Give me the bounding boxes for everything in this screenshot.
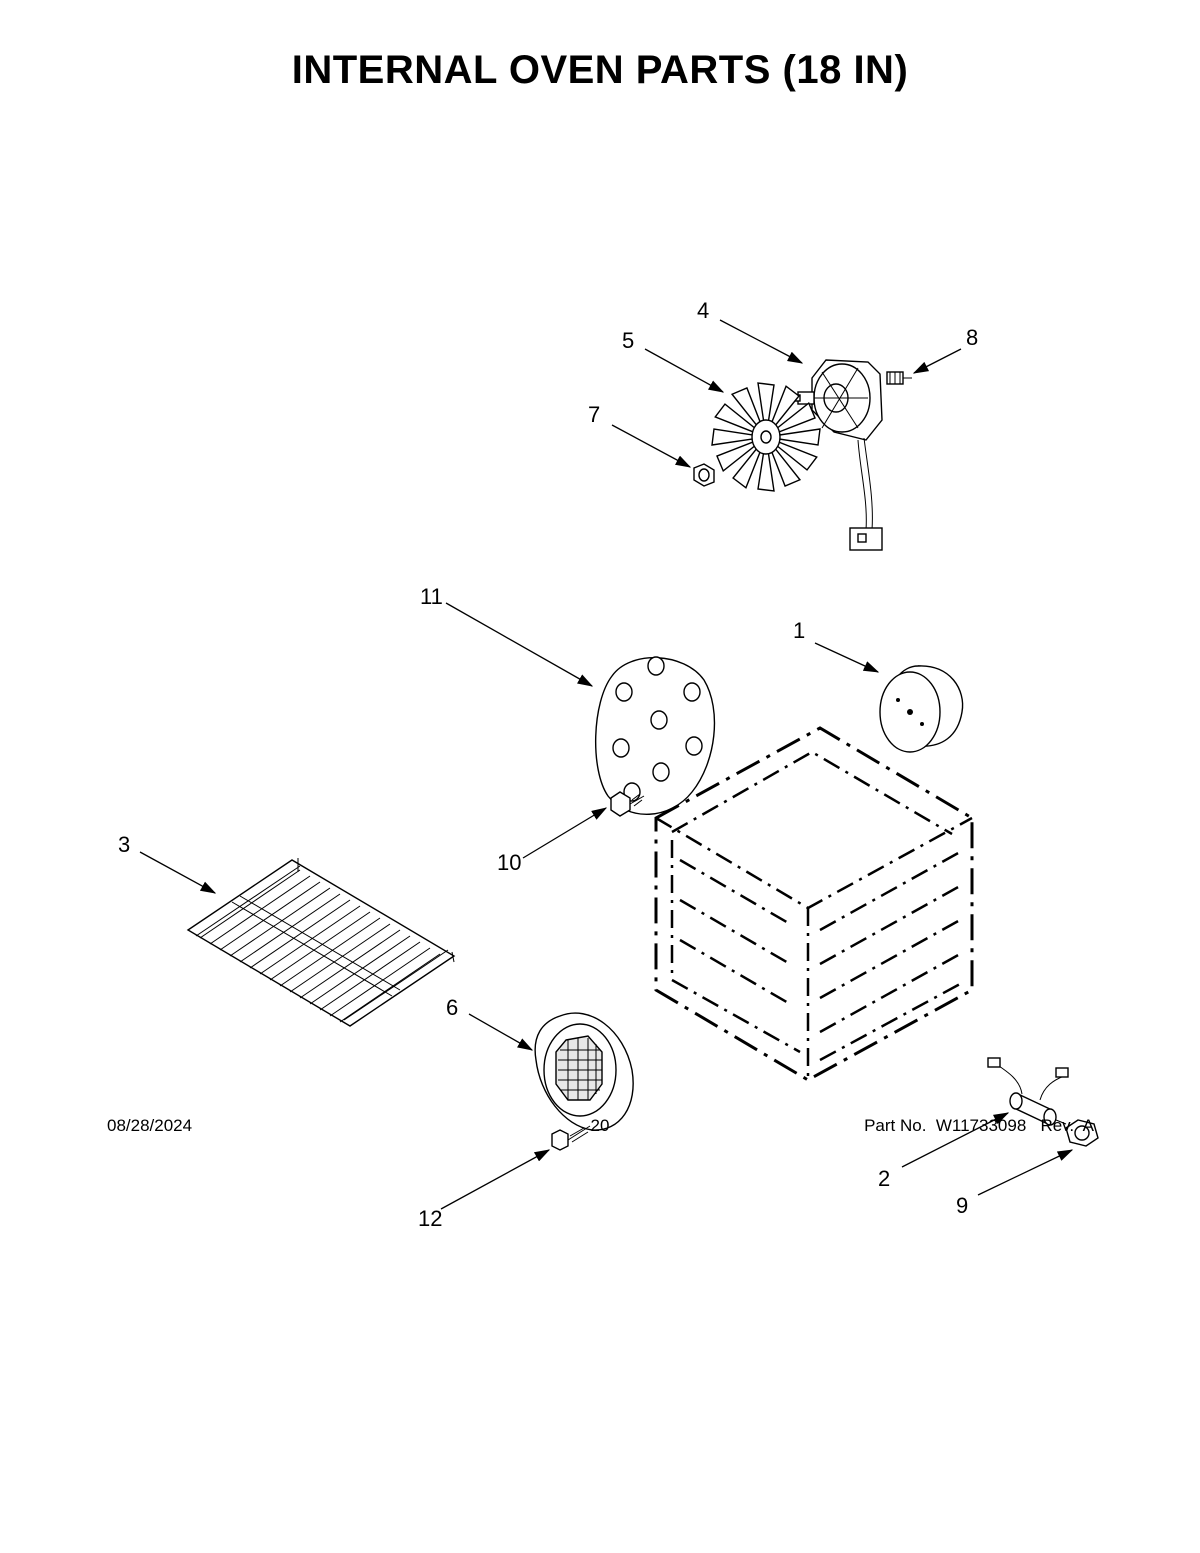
callout-9[interactable]: 9 bbox=[956, 1193, 968, 1218]
leader-5 bbox=[644, 348, 725, 393]
leader-3 bbox=[139, 851, 217, 894]
leader-9 bbox=[977, 1149, 1074, 1196]
callout-2[interactable]: 2 bbox=[878, 1166, 890, 1191]
fan-baffle-plate-icon[interactable] bbox=[595, 656, 716, 815]
callout-5[interactable]: 5 bbox=[622, 328, 634, 353]
oven-cavity-outline bbox=[654, 726, 974, 1082]
callout-8[interactable]: 8 bbox=[966, 325, 978, 350]
light-lens-icon[interactable] bbox=[534, 1012, 634, 1131]
callout-7[interactable]: 7 bbox=[588, 402, 600, 427]
rack-wires bbox=[199, 869, 441, 1023]
baffle-screw-icon[interactable] bbox=[610, 791, 645, 817]
callout-4[interactable]: 4 bbox=[697, 298, 709, 323]
fan-nut-icon[interactable] bbox=[693, 463, 715, 487]
leader-1 bbox=[814, 642, 880, 673]
leader-10 bbox=[522, 807, 608, 859]
leader-6 bbox=[468, 1013, 534, 1051]
lens-pattern bbox=[558, 1038, 602, 1100]
leader-4 bbox=[719, 319, 804, 364]
leader-11 bbox=[445, 602, 594, 687]
footer-date: 08/28/2024 bbox=[107, 1116, 193, 1135]
leader-2 bbox=[901, 1112, 1010, 1168]
callout-3[interactable]: 3 bbox=[118, 832, 130, 857]
fan-blade-icon[interactable] bbox=[711, 382, 821, 492]
motor-screw-icon[interactable] bbox=[886, 371, 912, 385]
callout-12[interactable]: 12 bbox=[418, 1206, 442, 1231]
lens-screw-icon[interactable] bbox=[551, 1125, 591, 1151]
callout-6[interactable]: 6 bbox=[446, 995, 458, 1020]
leader-7 bbox=[611, 424, 692, 468]
leader-8 bbox=[912, 348, 962, 374]
insulation-disc-icon[interactable] bbox=[879, 665, 964, 753]
oven-rack-icon[interactable] bbox=[186, 858, 456, 1027]
page-title: INTERNAL OVEN PARTS (18 IN) bbox=[291, 48, 909, 92]
footer-page-number: 20 bbox=[590, 1116, 610, 1135]
callout-1[interactable]: 1 bbox=[793, 618, 805, 643]
callout-11[interactable]: 11 bbox=[420, 584, 443, 609]
footer-part-number: Part No. W11733098 Rev. A bbox=[864, 1116, 1094, 1135]
leader-12 bbox=[440, 1149, 551, 1210]
temperature-sensor-icon[interactable] bbox=[987, 1057, 1069, 1126]
callout-10[interactable]: 10 bbox=[497, 850, 521, 875]
fan-motor-icon[interactable] bbox=[791, 359, 883, 441]
sensor-nut-icon[interactable] bbox=[1065, 1119, 1099, 1147]
motor-wire-harness-icon bbox=[849, 437, 883, 551]
